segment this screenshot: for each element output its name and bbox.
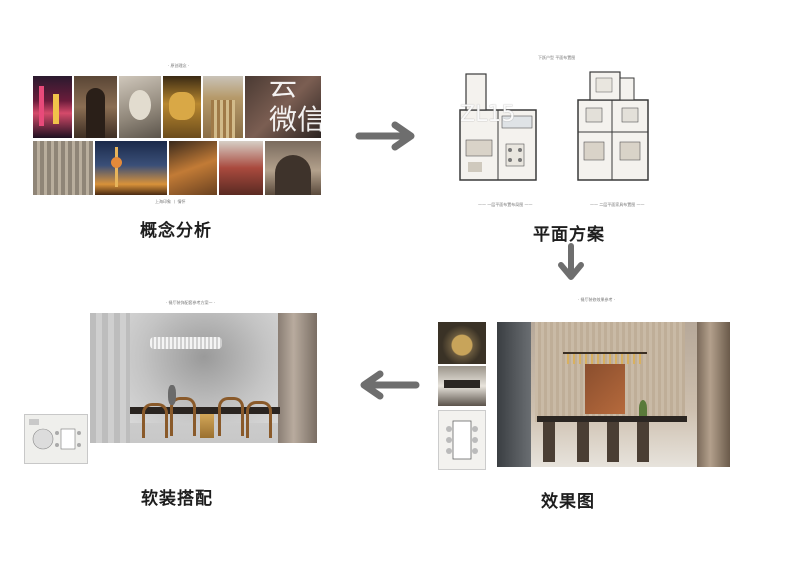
render-thumb-table-plan — [438, 410, 486, 470]
render-top-caption: · 餐厅装修效果参考 · — [578, 297, 616, 302]
render-thumb-dining-set — [438, 366, 486, 406]
render-label: 效果图 — [541, 492, 595, 512]
plan-left-caption: —— 一层平面布置布局图 —— — [478, 202, 533, 207]
soft-dining-collage — [90, 313, 317, 443]
concept-photo-lamp — [169, 141, 217, 195]
concept-photo-red-artwork — [219, 141, 263, 195]
plan-label: 平面方案 — [533, 225, 605, 245]
concept-watermark-2: 微信 — [269, 103, 326, 136]
render-main-dining-room — [497, 322, 730, 467]
plan-right-caption: —— 二层平面家具布置图 —— — [590, 202, 645, 207]
soft-top-caption: · 餐厅装饰配套参考方案一 · — [166, 300, 216, 305]
concept-photo-facade-pattern — [33, 141, 93, 195]
concept-photo-sculpture — [119, 76, 161, 138]
plan-top-caption: 下跃户型 平面布置图 — [538, 55, 576, 60]
soft-layout-plan — [24, 414, 88, 464]
concept-photo-pearl-tower — [95, 141, 167, 195]
concept-photo-historic-building — [203, 76, 243, 138]
floor-plan-level-1 — [458, 70, 538, 185]
concept-watermark-1: 云 — [269, 69, 298, 102]
soft-label: 软装搭配 — [141, 489, 213, 509]
concept-photo-stone-arch — [74, 76, 117, 138]
render-thumb-tableware — [438, 322, 486, 364]
concept-top-caption: · 原创理念 · — [168, 63, 190, 68]
plan-watermark: ZL15 — [460, 102, 516, 127]
arrow-left-icon — [356, 370, 420, 400]
concept-photo-portrait — [245, 76, 321, 138]
floor-plan-level-2 — [576, 70, 654, 185]
concept-mood-board: 云 微信 — [33, 69, 325, 195]
arrow-right-icon — [355, 121, 419, 151]
concept-label: 概念分析 — [140, 221, 212, 241]
concept-photo-neon-street — [33, 76, 72, 138]
concept-photo-arched-interior — [265, 141, 321, 195]
arrow-down-icon — [556, 243, 586, 283]
concept-photo-golden-dragon — [163, 76, 201, 138]
concept-bottom-caption: 上海印象 丨 情怀 — [155, 199, 186, 204]
